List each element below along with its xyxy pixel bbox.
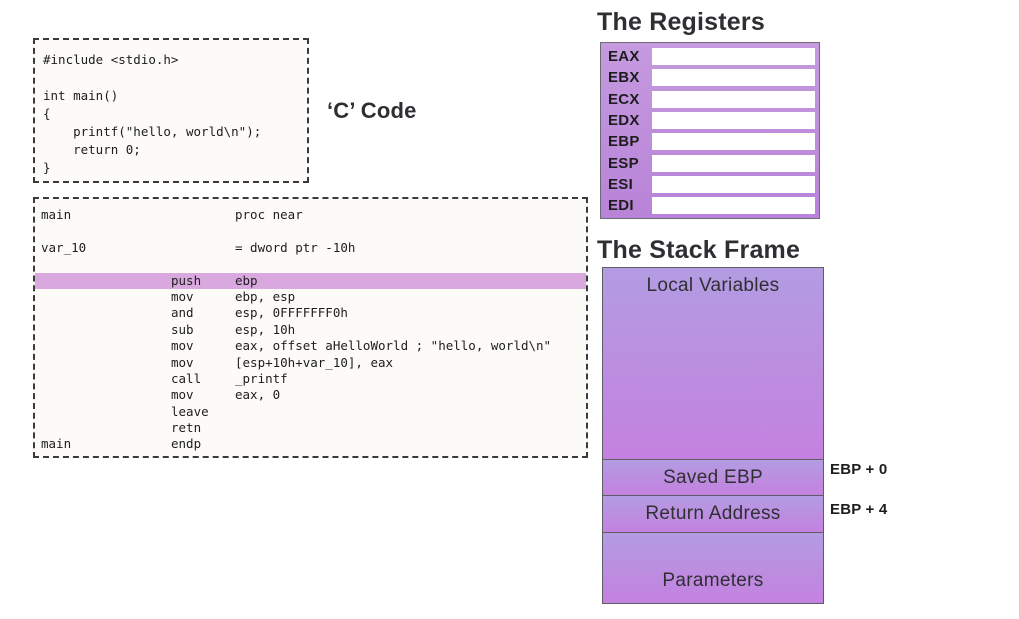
- stack-cell-parameters: Parameters: [602, 532, 824, 604]
- register-name-edi: EDI: [608, 197, 634, 215]
- stack-cell-label: Return Address: [645, 503, 781, 524]
- assembly-row[interactable]: leave: [35, 404, 586, 420]
- assembly-row[interactable]: and esp, 0FFFFFFF0h: [35, 305, 586, 321]
- assembly-row-operands: _printf: [235, 370, 288, 386]
- register-name-ebp: EBP: [608, 133, 640, 151]
- assembly-row-mnemonic: mov: [171, 338, 194, 354]
- assembly-row-mnemonic: mov: [171, 288, 194, 304]
- assembly-row-label: main: [41, 436, 72, 452]
- assembly-row-mnemonic: mov: [171, 354, 194, 370]
- register-value-esi[interactable]: [652, 175, 815, 193]
- c-code-box: #include <stdio.h> int main() { printf("…: [33, 38, 309, 183]
- assembly-row[interactable]: var_10 = dword ptr -10h: [35, 240, 586, 256]
- assembly-row-operands: ebp, esp: [235, 288, 296, 304]
- assembly-row-mnemonic: retn: [171, 420, 202, 436]
- assembly-row[interactable]: main proc near: [35, 207, 586, 223]
- register-row: ESI: [604, 174, 815, 195]
- assembly-row-operands: eax, offset aHelloWorld ; "hello, world\…: [235, 338, 552, 354]
- register-value-ecx[interactable]: [652, 90, 815, 108]
- assembly-row-operands: esp, 10h: [235, 321, 296, 337]
- assembly-row[interactable]: mov eax, offset aHelloWorld ; "hello, wor…: [35, 338, 586, 354]
- assembly-row[interactable]: sub esp, 10h: [35, 322, 586, 338]
- assembly-row-mnemonic: leave: [171, 403, 209, 419]
- assembly-row[interactable]: push ebp: [35, 272, 586, 289]
- assembly-row-label: main: [41, 207, 72, 222]
- registers-panel: EAX EBX ECX EDX EBP ESP ESI EDI: [600, 42, 820, 219]
- register-name-ebx: EBX: [608, 69, 640, 87]
- register-row: ECX: [604, 89, 815, 110]
- assembly-row-mnemonic: endp: [171, 436, 202, 452]
- register-name-ecx: ECX: [608, 90, 640, 108]
- assembly-row[interactable]: [35, 256, 586, 272]
- registers-title: The Registers: [597, 8, 765, 36]
- register-row: EDX: [604, 110, 815, 131]
- assembly-listing-box: main proc near var_10 = dword ptr -10h push e…: [33, 197, 588, 458]
- register-name-edx: EDX: [608, 112, 640, 130]
- assembly-row-mnemonic: call: [171, 370, 202, 386]
- assembly-row-operands: ebp: [235, 272, 258, 288]
- c-code-text: #include <stdio.h> int main() { printf("…: [43, 52, 262, 175]
- register-value-edi[interactable]: [652, 197, 815, 215]
- stack-cell-local-variables: Local Variables: [602, 267, 824, 460]
- register-row: EDI: [604, 195, 815, 216]
- assembly-row-mnemonic: push: [171, 272, 202, 288]
- register-value-eax[interactable]: [652, 48, 815, 66]
- register-value-ebp[interactable]: [652, 133, 815, 151]
- assembly-row[interactable]: call _printf: [35, 371, 586, 387]
- assembly-row[interactable]: mov ebp, esp: [35, 289, 586, 305]
- offset-label-ebp-plus-4: EBP + 4: [830, 501, 888, 518]
- assembly-row[interactable]: main endp: [35, 436, 586, 452]
- stack-cell-label: Saved EBP: [663, 466, 763, 488]
- assembly-rows: main proc near var_10 = dword ptr -10h push e…: [35, 207, 586, 453]
- assembly-row-label: var_10: [41, 239, 87, 255]
- stack-frame-title: The Stack Frame: [597, 236, 801, 264]
- assembly-row-operands: proc near: [235, 207, 303, 222]
- c-code-label: ‘C’ Code: [327, 98, 417, 123]
- assembly-row-operands: [esp+10h+var_10], eax: [235, 354, 394, 370]
- offset-label-ebp-plus-0: EBP + 0: [830, 461, 888, 478]
- register-row: EBP: [604, 131, 815, 152]
- assembly-row-operands: esp, 0FFFFFFF0h: [235, 305, 348, 321]
- stack-cell-return-address: Return Address: [602, 495, 824, 533]
- stack-cell-label: Local Variables: [646, 275, 780, 296]
- register-row: EBX: [604, 67, 815, 88]
- assembly-row-mnemonic: mov: [171, 387, 194, 403]
- register-row: ESP: [604, 152, 815, 173]
- assembly-row[interactable]: mov eax, 0: [35, 387, 586, 403]
- register-row: EAX: [604, 46, 815, 67]
- assembly-row-mnemonic: sub: [171, 321, 194, 337]
- register-name-eax: EAX: [608, 48, 640, 66]
- register-value-edx[interactable]: [652, 112, 815, 130]
- assembly-row[interactable]: [35, 223, 586, 239]
- register-value-esp[interactable]: [652, 154, 815, 172]
- stack-cell-label: Parameters: [662, 570, 764, 591]
- assembly-row-operands: = dword ptr -10h: [235, 239, 356, 255]
- stack-cell-saved-ebp: Saved EBP: [602, 459, 824, 496]
- register-name-esi: ESI: [608, 175, 634, 193]
- register-value-ebx[interactable]: [652, 69, 815, 87]
- assembly-row-operands: eax, 0: [235, 387, 281, 403]
- register-name-esp: ESP: [608, 154, 639, 172]
- assembly-row[interactable]: mov [esp+10h+var_10], eax: [35, 355, 586, 371]
- assembly-row[interactable]: retn: [35, 420, 586, 436]
- assembly-row-mnemonic: and: [171, 305, 194, 321]
- stack-frame-panel: Local Variables Saved EBP Return Address…: [602, 267, 824, 604]
